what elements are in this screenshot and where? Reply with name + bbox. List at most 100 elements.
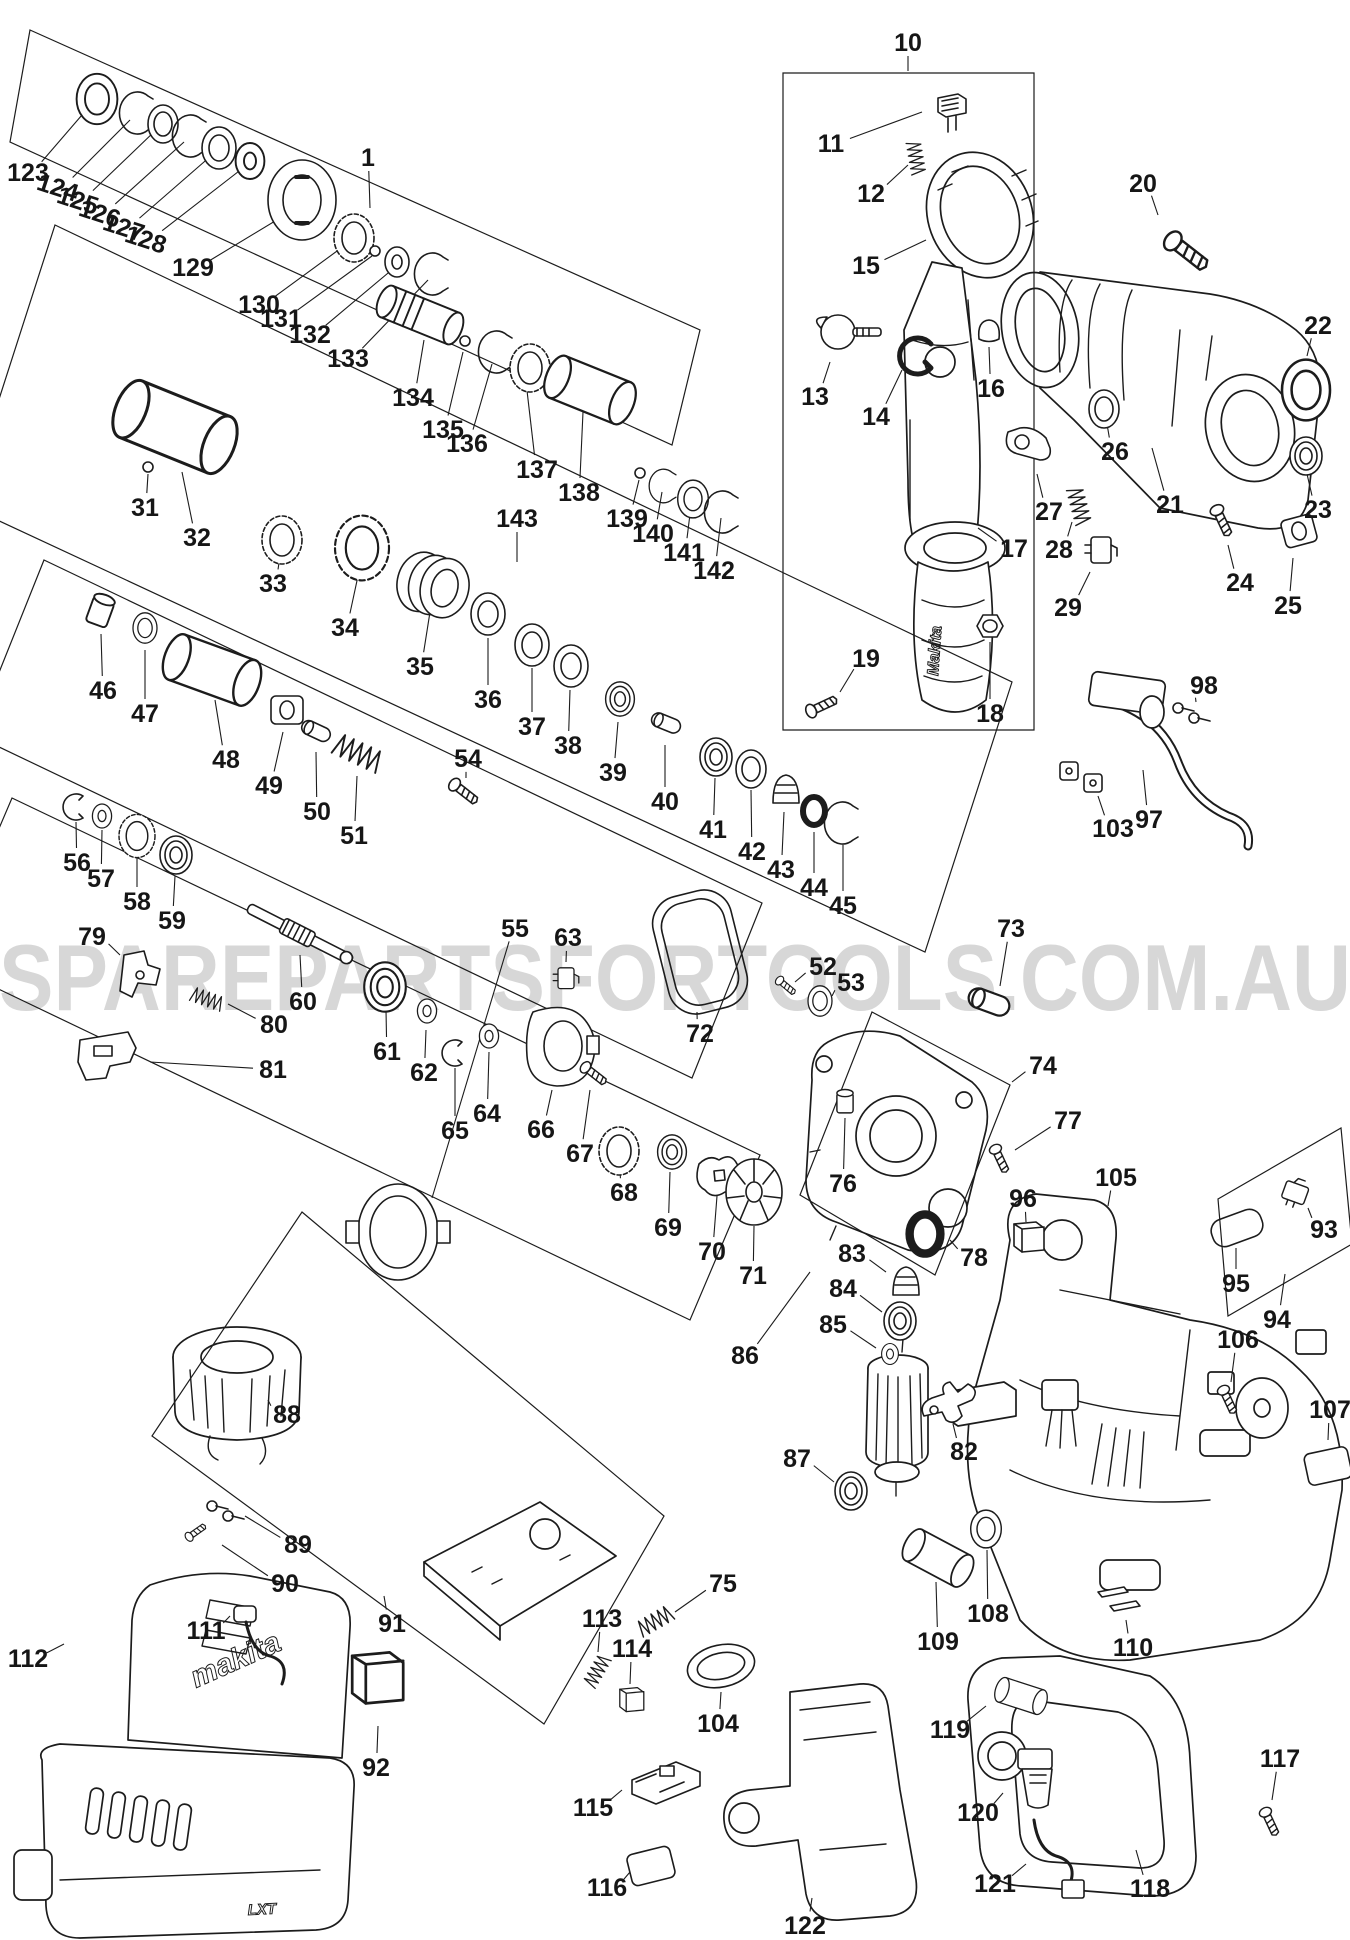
- part-136-drawing: [477, 330, 513, 374]
- leader-line: [809, 1897, 813, 1912]
- part-16-drawing: [977, 319, 1001, 343]
- part-number-label: 37: [518, 713, 546, 741]
- part-number-label: 63: [554, 924, 582, 952]
- part-number-label: 39: [599, 759, 627, 787]
- leader-line: [149, 1061, 254, 1069]
- leader-line: [993, 1792, 1004, 1804]
- leader-line: [886, 164, 909, 185]
- leader-line: [859, 1294, 883, 1313]
- leader-line: [1306, 473, 1313, 496]
- leader-line: [447, 351, 464, 416]
- part-number-label: 106: [1217, 1326, 1259, 1354]
- part-number-label: 78: [960, 1244, 988, 1272]
- part-76-drawing: [836, 1088, 854, 1114]
- part-number-label: 112: [8, 1645, 48, 1673]
- part-48-drawing: [156, 629, 268, 711]
- part-129-drawing: [266, 158, 338, 242]
- part-50-drawing: [298, 717, 334, 745]
- leader-line: [349, 575, 359, 614]
- armature-drawing: [865, 1311, 929, 1497]
- part-35-drawing: [389, 545, 477, 625]
- leader-line: [885, 369, 903, 405]
- part-number-label: 86: [731, 1342, 759, 1370]
- part-number-label: 113: [582, 1605, 622, 1633]
- leader-line: [472, 363, 493, 430]
- part-number-label: 76: [829, 1170, 857, 1198]
- part-number-label: 118: [1130, 1875, 1170, 1903]
- part-98-drawing: [1172, 702, 1211, 724]
- part-81-drawing: [77, 1031, 137, 1081]
- part-number-label: 90: [271, 1570, 299, 1598]
- part-13-drawing: [815, 314, 882, 350]
- part-57-drawing: [91, 803, 113, 829]
- leader-line: [935, 1581, 938, 1628]
- leader-line: [839, 668, 855, 693]
- leader-line: [1067, 521, 1073, 537]
- part-92-drawing: [350, 1651, 405, 1705]
- leader-line: [368, 170, 371, 209]
- part-number-label: 52: [809, 953, 837, 981]
- leader-line: [297, 255, 373, 311]
- part-number-label: 72: [686, 1020, 714, 1048]
- part-133-drawing: [413, 252, 449, 296]
- part-19-drawing: [802, 692, 841, 721]
- part-labels: 1101437491941112131415161718192021222324…: [7, 29, 1350, 1940]
- part-number-label: 93: [1310, 1216, 1338, 1244]
- part-number-label: 21: [1156, 491, 1184, 519]
- part-84-drawing: [883, 1301, 917, 1341]
- part-46-drawing: [84, 590, 118, 630]
- part-number-label: 120: [957, 1799, 999, 1827]
- leader-line: [222, 1615, 231, 1624]
- part-number-label: 128: [122, 220, 170, 260]
- part-23-drawing: [1289, 436, 1323, 476]
- part-number-label: 54: [454, 745, 482, 773]
- bottom-grip-drawing: [723, 1683, 918, 1921]
- part-number-label: 27: [1035, 498, 1063, 526]
- part-number-label: 95: [1222, 1270, 1250, 1298]
- part-number-label: 108: [967, 1600, 1009, 1628]
- part-140-drawing: [648, 468, 677, 504]
- leader-line: [822, 361, 831, 384]
- assembly-box-10: [782, 72, 1035, 731]
- grip-drawing: Makita: [904, 521, 1006, 713]
- part-number-label: 12: [857, 180, 885, 208]
- part-123-drawing: [75, 72, 119, 126]
- part-20-drawing: [1159, 226, 1214, 277]
- leader-line: [656, 491, 663, 520]
- leader-lines: [41, 56, 1330, 1912]
- group-boxes: [0, 29, 1350, 1725]
- leader-line: [752, 1225, 755, 1262]
- part-number-label: 53: [837, 969, 865, 997]
- part-number-label: 50: [303, 798, 331, 826]
- leader-line: [1097, 795, 1106, 816]
- part-number-label: 60: [289, 988, 317, 1016]
- part-number-label: 64: [473, 1100, 501, 1128]
- part-number-label: 96: [1009, 1185, 1037, 1213]
- part-number-label: 41: [699, 816, 727, 844]
- leader-line: [843, 1117, 846, 1170]
- leader-line: [273, 731, 284, 772]
- part-89-drawing: [206, 1500, 245, 1522]
- part-71-drawing: [725, 1158, 783, 1226]
- leader-line: [1107, 1190, 1112, 1207]
- leader-line: [849, 111, 923, 140]
- part-29-drawing: [1084, 536, 1118, 564]
- part-number-label: 32: [183, 524, 211, 552]
- leader-line: [579, 411, 584, 479]
- part-number-label: 141: [663, 539, 705, 567]
- part-number-label: 79: [78, 923, 106, 951]
- part-45-drawing: [823, 801, 859, 845]
- assembly-box-91: [151, 1211, 665, 1725]
- part-69-drawing: [656, 1134, 688, 1170]
- part-number-label: 132: [289, 321, 331, 349]
- part-41-drawing: [699, 737, 733, 777]
- leader-line: [716, 517, 722, 557]
- part-37-drawing: [514, 623, 550, 667]
- part-number-label: 138: [558, 479, 600, 507]
- leader-line: [949, 1239, 959, 1250]
- part-number-label: 49: [255, 772, 283, 800]
- rear-cover-drawing: [967, 1655, 1197, 1897]
- part-number-label: 82: [950, 1438, 978, 1466]
- part-85-drawing: [881, 1342, 899, 1366]
- part-number-label: 123: [7, 159, 49, 187]
